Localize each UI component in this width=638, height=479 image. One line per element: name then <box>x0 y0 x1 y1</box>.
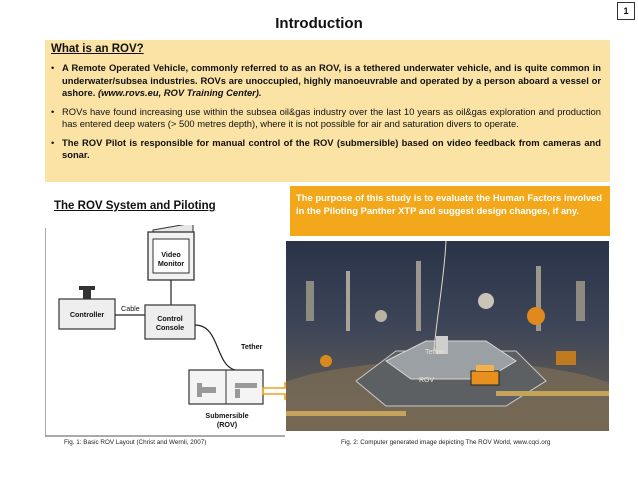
controller-box <box>58 298 116 330</box>
submersible-label-line2: (ROV) <box>216 420 238 429</box>
page-title: Introduction <box>275 15 363 32</box>
tether-label: Tether <box>241 342 263 351</box>
photo-tether-label: Tether <box>425 349 445 356</box>
rov-vehicle <box>470 370 500 386</box>
purpose-box: The purpose of this study is to evaluate… <box>290 186 610 236</box>
video-monitor-label-line1: Video <box>161 250 181 259</box>
control-console-label-line1: Control <box>157 314 183 323</box>
bullet-pilot: The ROV Pilot is responsible for manual … <box>51 137 601 162</box>
bullet-usage: ROVs have found increasing use within th… <box>51 106 601 131</box>
bullet-usage-text: ROVs have found increasing use within th… <box>62 105 601 130</box>
intro-heading: What is an ROV? <box>51 43 144 55</box>
intro-bullets: A Remote Operated Vehicle, commonly refe… <box>51 62 601 168</box>
control-console-label-line2: Console <box>155 323 185 332</box>
fig1-caption: Fig. 1: Basic ROV Layout (Christ and Wer… <box>64 439 207 446</box>
intro-box: What is an ROV? A Remote Operated Vehicl… <box>45 40 610 182</box>
bullet-definition-source: (www.rovs.eu, ROV Training Center). <box>97 87 262 98</box>
submersible-label: Submersible(ROV) <box>195 411 259 429</box>
bullet-pilot-text: The ROV Pilot is responsible for manual … <box>62 136 601 161</box>
control-console-box <box>144 304 196 340</box>
video-monitor-label-line2: Monitor <box>157 259 185 268</box>
joystick-icon <box>83 288 91 299</box>
purpose-text: The purpose of this study is to evaluate… <box>296 192 602 216</box>
bullet-definition-text: A Remote Operated Vehicle, commonly refe… <box>62 62 601 98</box>
cable-label: Cable <box>121 304 140 313</box>
rov-world-svg <box>256 240 636 451</box>
bullet-definition: A Remote Operated Vehicle, commonly refe… <box>51 62 601 100</box>
photo-rov-label: ROV <box>419 377 435 384</box>
fig2-caption: Fig. 2: Computer generated image depicti… <box>341 439 551 446</box>
video-monitor-screen <box>152 238 190 274</box>
page-number: 1 <box>617 2 635 20</box>
system-heading: The ROV System and Piloting <box>54 200 216 212</box>
rov-world-image: Tether ROV <box>256 240 636 451</box>
rov-layout-svg <box>44 222 285 437</box>
tether-line <box>194 324 236 371</box>
submersible-label-line1: Submersible <box>205 411 249 420</box>
controller-label: Controller <box>69 310 105 319</box>
